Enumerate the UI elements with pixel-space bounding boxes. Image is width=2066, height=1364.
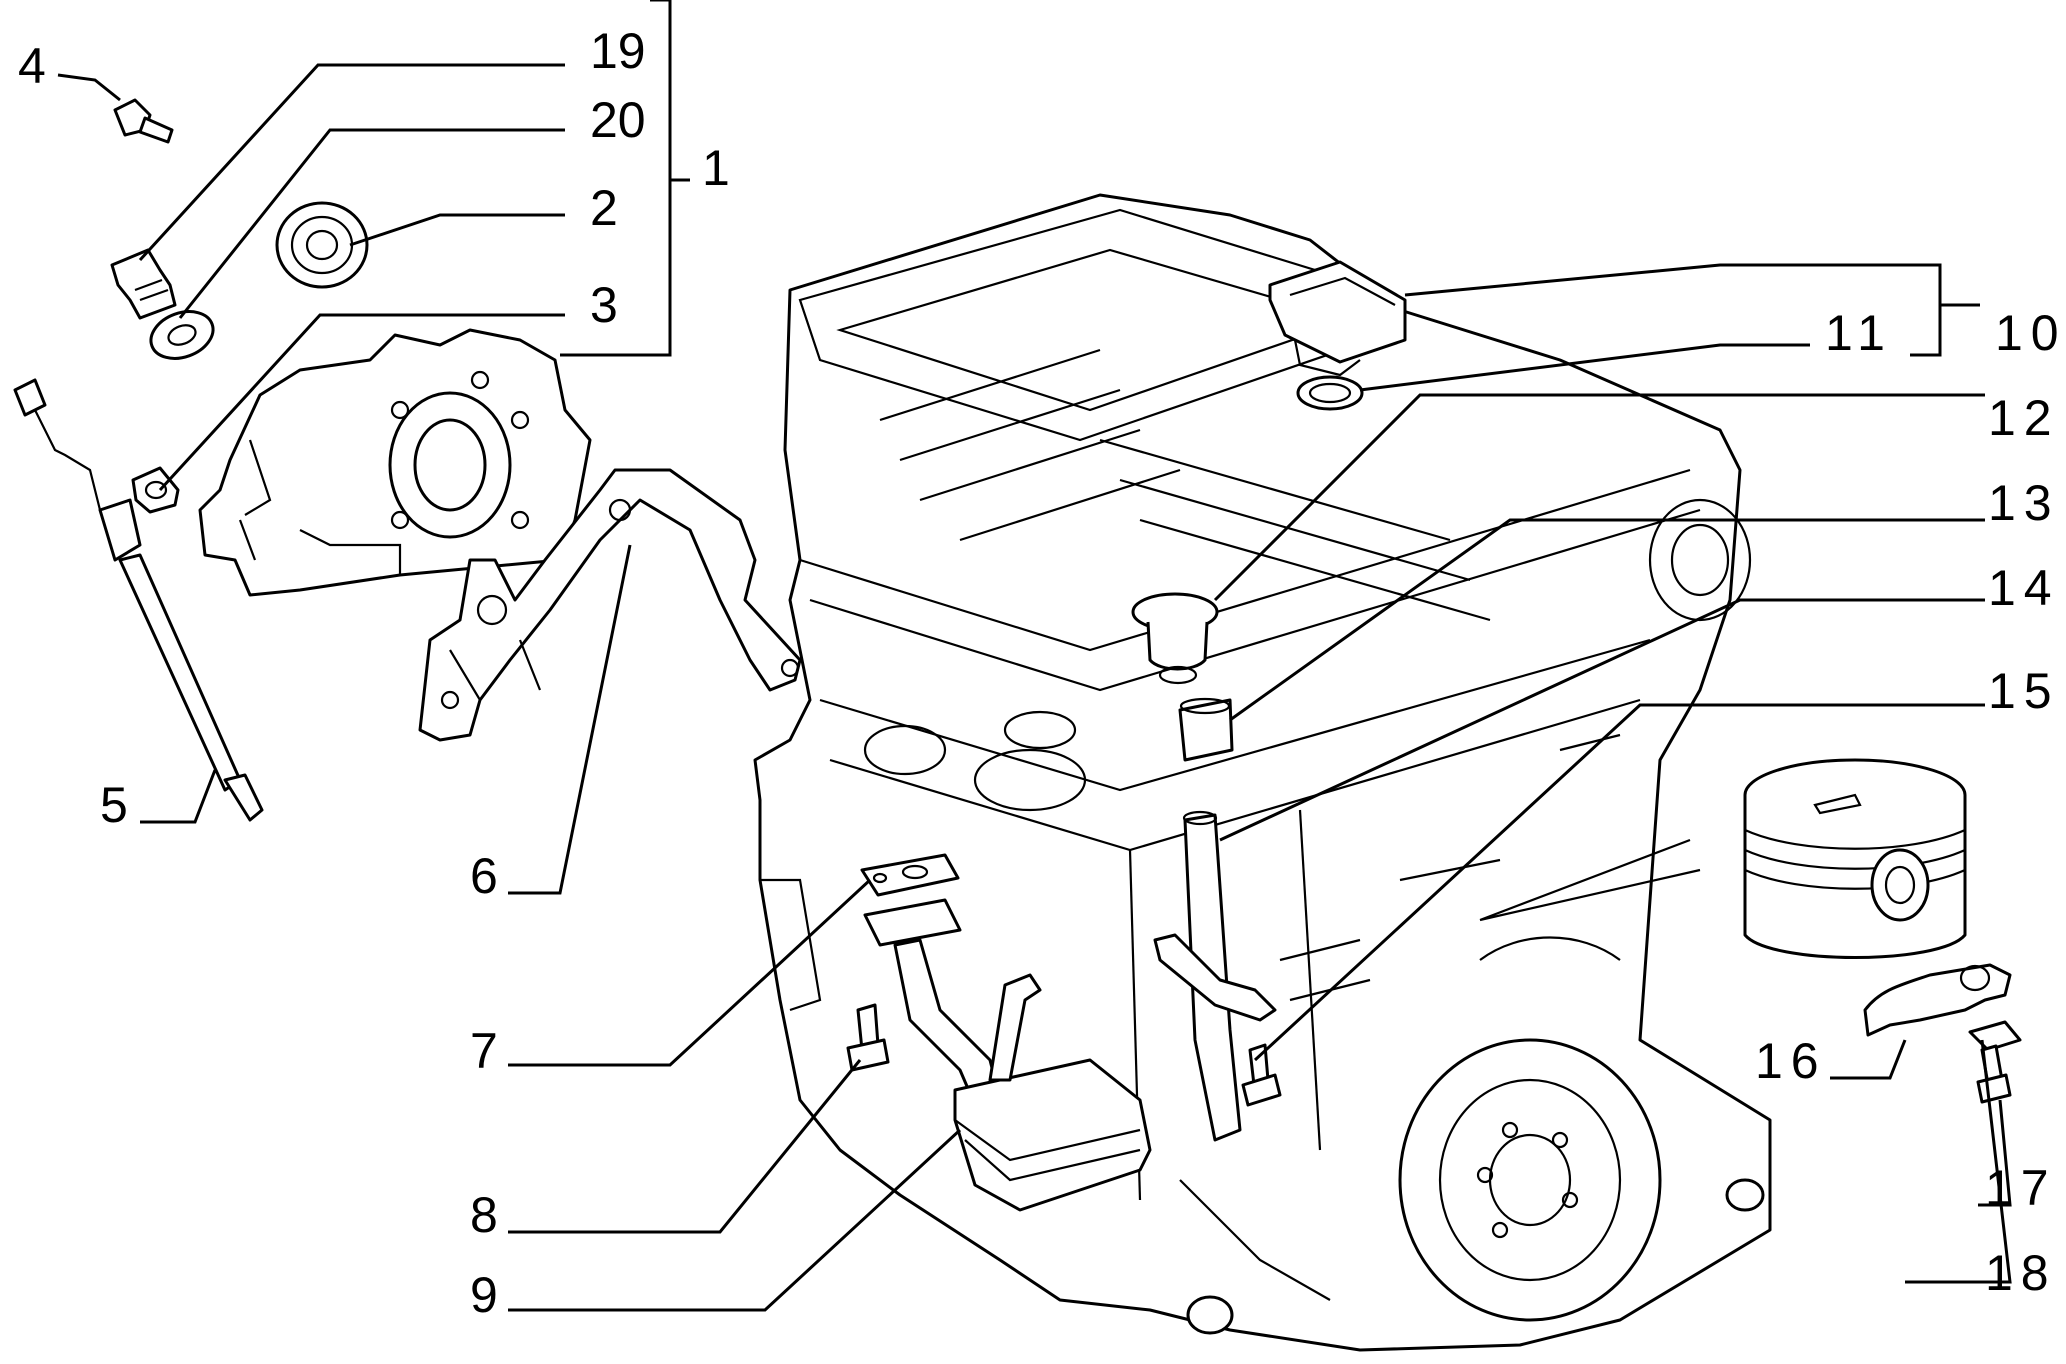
cap-seal-icon <box>1296 375 1364 411</box>
oil-strainer-icon <box>863 898 1152 1212</box>
dipstick-tube-bush-icon <box>1178 697 1234 762</box>
dipstick-tube-icon <box>1153 810 1277 1142</box>
callout-8: 8 <box>470 1187 498 1243</box>
callout-6: 6 <box>470 848 498 904</box>
callout-15: 15 <box>1988 663 2060 719</box>
callout-4: 4 <box>18 38 46 94</box>
callout-5: 5 <box>100 777 128 833</box>
callout-18: 18 <box>1985 1245 2057 1301</box>
pickup-gasket-icon <box>860 853 960 897</box>
leader-lines <box>57 0 2012 1312</box>
callout-16: 16 <box>1755 1033 1827 1089</box>
dipstick-tube-grommet-icon <box>1131 592 1219 685</box>
callout-19: 19 <box>590 23 646 79</box>
callout-9: 9 <box>470 1267 498 1323</box>
callout-13: 13 <box>1988 475 2060 531</box>
washer-icon <box>149 310 215 360</box>
callout-11: 11 <box>1825 305 1893 361</box>
callout-14: 14 <box>1988 560 2060 616</box>
callout-10: 10 <box>1995 305 2066 361</box>
bush-icon <box>131 466 180 514</box>
tube-bolt-icon <box>1241 1043 1282 1107</box>
oil-filler-cap-icon <box>1268 260 1407 377</box>
dipstick-icon <box>13 378 264 822</box>
callout-1: 1 <box>702 140 730 196</box>
callout-12: 12 <box>1988 390 2060 446</box>
callout-3: 3 <box>590 277 618 333</box>
plug-icon <box>110 248 177 320</box>
callout-labels: 1 2 3 4 5 6 7 8 9 10 11 12 13 14 15 16 1… <box>18 23 2066 1323</box>
callout-2: 2 <box>590 180 618 236</box>
callout-20: 20 <box>590 92 646 148</box>
oil-pump-gasket <box>418 468 802 742</box>
bolt-icon <box>113 98 174 144</box>
oil-jet-icon <box>1863 963 2022 1104</box>
piston-icon <box>1743 758 1967 959</box>
callout-17: 17 <box>1985 1160 2057 1216</box>
callout-7: 7 <box>470 1023 498 1079</box>
oil-pump-icon <box>198 328 592 597</box>
